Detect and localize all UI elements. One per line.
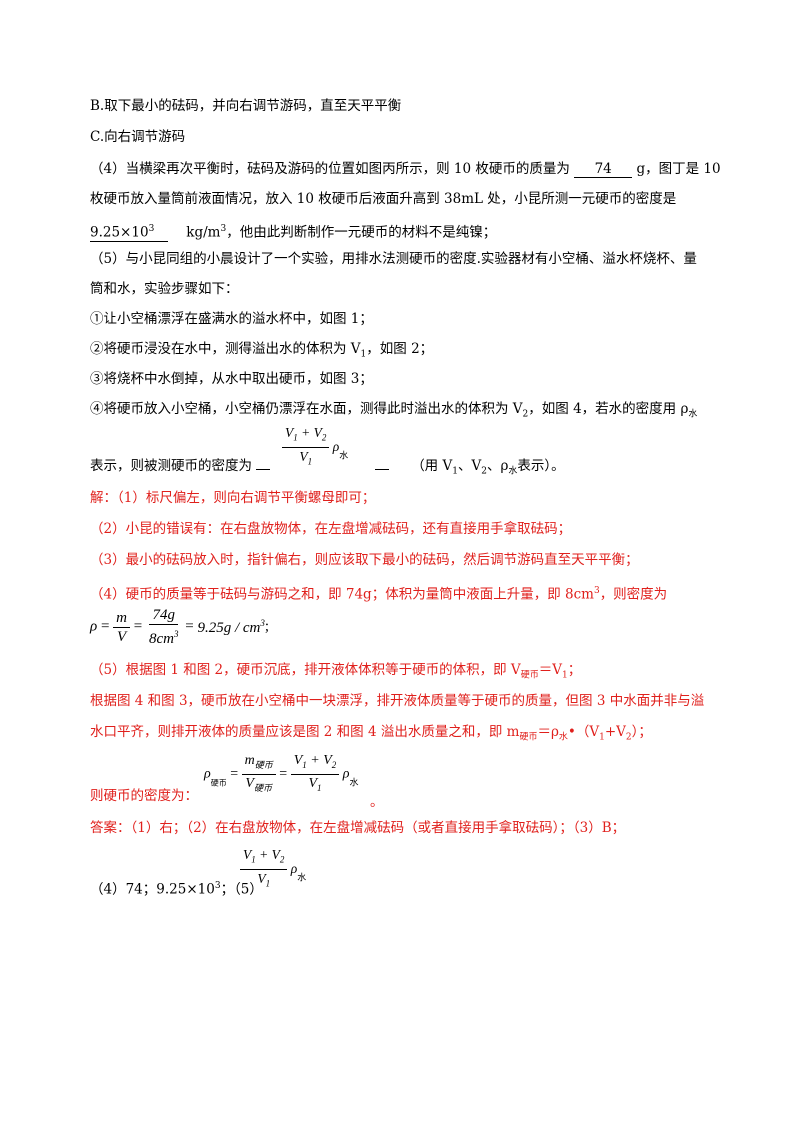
step-3: ③将烧杯中水倒掉，从水中取出硬币，如图 3； <box>90 371 373 387</box>
answer-density-formula: V1 + V2 V1 ρ水 <box>240 846 306 892</box>
blank-mass: 74 <box>574 161 633 178</box>
solution-7: 水口平齐，则排开液体的质量应该是图 2 和图 4 溢出水质量之和，即 m硬币＝ρ… <box>90 724 652 743</box>
question-4-line-3: 9.25×103 kg/m3，他由此判断制作一元硬币的材料不是纯镍； <box>90 219 496 243</box>
question-5-line-1: （5）与小昆同组的小晨设计了一个实验，用排水法测硬币的密度.实验器材有小空桶、溢… <box>90 251 697 267</box>
solution-2: （2）小昆的错误有：在右盘放物体，在左盘增减砝码，还有直接用手拿取砝码； <box>90 521 572 537</box>
solution-8: 则硬币的密度为： <box>90 788 198 804</box>
solution-1: 解：（1）标尺偏左，则向右调节平衡螺母即可； <box>90 490 376 506</box>
solution-5: （5）根据图 1 和图 2，硬币沉底，排开液体体积等于硬币的体积，即 V硬币＝V… <box>90 662 582 681</box>
option-b: B.取下最小的砝码，并向右调节游码，直至天平平衡 <box>90 98 402 114</box>
answer-line-1: 答案：（1）右；（2）在右盘放物体，在左盘增减砝码（或者直接用手拿取砝码）；（3… <box>90 820 626 836</box>
step-2: ②将硬币浸没在水中，测得溢出水的体积为 V1，如图 2； <box>90 341 434 360</box>
answer-line-2: （4）74；9.25×103；（5） <box>90 881 263 898</box>
question-4-line-2: 枚硬币放入量筒前液面情况，放入 10 枚硬币后液面升高到 38mL 处，小昆所测… <box>90 191 677 207</box>
solution-6: 根据图 4 和图 3，硬币放在小空桶中一块漂浮，排开液体质量等于硬币的质量，但图… <box>90 693 705 709</box>
step-1: ①让小空桶漂浮在盛满水的溢水杯中，如图 1； <box>90 311 373 327</box>
question-4-line-1: （4）当横梁再次平衡时，砝码及游码的位置如图丙所示，则 10 枚硬币的质量为 7… <box>90 161 721 178</box>
option-c: C.向右调节游码 <box>90 129 186 145</box>
solution-8-end: 。 <box>370 794 384 809</box>
blank-density: 9.25×103 <box>90 221 168 242</box>
step-4: ④将硬币放入小空桶，小空桶仍漂浮在水面，测得此时溢出水的体积为 V2，如图 4，… <box>90 401 698 420</box>
solution-4: （4）硬币的质量等于砝码与游码之和，即 74g；体积为量筒中液面上升量，即 8c… <box>90 586 668 603</box>
express-line: 表示，则被测硬币的密度为 （用 V1、V2、ρ水表示）。 <box>90 458 565 477</box>
question-5-line-2: 筒和水，实验步骤如下： <box>90 281 239 297</box>
question-density-formula: V1 + V2 V1 ρ水 <box>282 424 348 470</box>
solution-3: （3）最小的砝码放入时，指针偏右，则应该取下最小的砝码，然后调节游码直至天平平衡… <box>90 552 639 568</box>
